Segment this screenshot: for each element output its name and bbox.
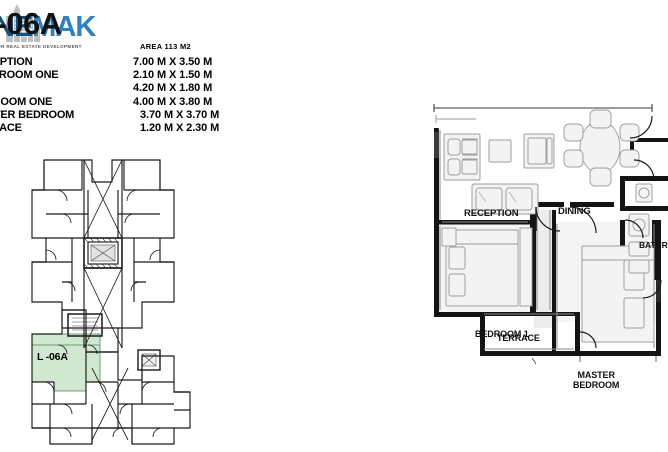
room-label-dining: DINING: [558, 206, 591, 217]
unit-floor-plan-drawing: [433, 104, 668, 365]
dining-chair: [589, 167, 612, 187]
room-dimension: 3.70 M X 3.70 M: [140, 108, 220, 121]
room-dimension: 7.00 M X 3.50 M: [133, 56, 213, 68]
room-name: RECEPTION: [0, 56, 33, 68]
room-label-reception: RECEPTION: [464, 208, 519, 219]
furniture: [441, 109, 655, 343]
room-dimension-column: 7.00 M X 3.50 M 2.10 M X 1.50 M 4.20 M X…: [133, 56, 243, 135]
room-name: BATHROOM ONE: [0, 69, 59, 82]
dimension-line-top: [433, 104, 653, 112]
dimension-line-top-secondary: [435, 115, 476, 123]
dimension-ticks-bottom: [531, 356, 657, 365]
dining-chair: [589, 109, 612, 129]
room-label-terrace: TERRACE: [497, 333, 540, 343]
door-swing-master: [579, 331, 597, 349]
door-swing-bathroom: [624, 219, 644, 239]
bedroom1-furniture: [441, 227, 519, 307]
area-caption: AREA 113 M2: [140, 42, 191, 51]
room-dimension: 4.20 M X 1.80 M: [133, 82, 213, 95]
dining-chair: [619, 123, 640, 142]
room-dimension: 2.10 M X 1.50 M: [133, 69, 213, 82]
page-title: L-06A: [0, 6, 62, 41]
company-logo: NEMAK FOR REAL ESTATE DEVELOPMENT: [0, 2, 116, 52]
logo-wordmark: NEMAK: [0, 11, 96, 43]
logo-wordmark-part1: NE: [0, 11, 33, 43]
sofa-unit-top: [443, 133, 481, 181]
room-dimension: 1.20 M X 2.30 M: [140, 121, 220, 134]
door-swing-top: [629, 115, 653, 139]
wardrobe-bedroom1: [519, 227, 533, 307]
room-label-bedroom-1: BEDROOM 1: [475, 329, 529, 339]
bathroom-fixtures: [628, 213, 650, 274]
coffee-table: [488, 139, 512, 163]
building-towers-icon: [6, 4, 40, 42]
room-dimension: 4.00 M X 3.80 M: [133, 95, 213, 108]
armchair-right: [523, 133, 555, 169]
dining-chair: [619, 149, 640, 168]
room-name-column: RECEPTION BATHROOM ONE BEDROOM ONE MASTE…: [0, 56, 120, 135]
door-swing-corridor: [569, 206, 597, 234]
room-name: MASTER BEDROOM: [0, 108, 75, 121]
room-name: BEDROOM ONE: [0, 95, 53, 108]
room-label-master-bedroom-line2: BEDROOM: [573, 380, 620, 391]
dining-chair: [563, 123, 584, 142]
logo-tagline: FOR REAL ESTATE DEVELOPMENT: [0, 44, 82, 49]
door-swing-entry: [633, 159, 655, 181]
logo-wordmark-part2: MAK: [32, 11, 96, 43]
dining-set: [563, 109, 640, 187]
room-name: [0, 82, 120, 95]
sofa-main: [471, 183, 539, 215]
highlighted-unit-label: L -06A: [37, 351, 68, 363]
room-name: TERRACE: [0, 121, 22, 134]
door-swing-terrace-side: [642, 279, 662, 299]
key-plan[interactable]: L -06A: [22, 142, 202, 450]
guest-bathroom-fixtures: [635, 183, 653, 203]
key-plan-drawing: [31, 159, 191, 445]
door-swings: [535, 115, 662, 349]
room-label-bathroom: BATHROOM: [639, 240, 668, 250]
room-label-master-bedroom-line1: MASTER: [577, 370, 615, 380]
highlighted-unit-fill: [31, 333, 101, 392]
dining-chair: [563, 149, 584, 168]
